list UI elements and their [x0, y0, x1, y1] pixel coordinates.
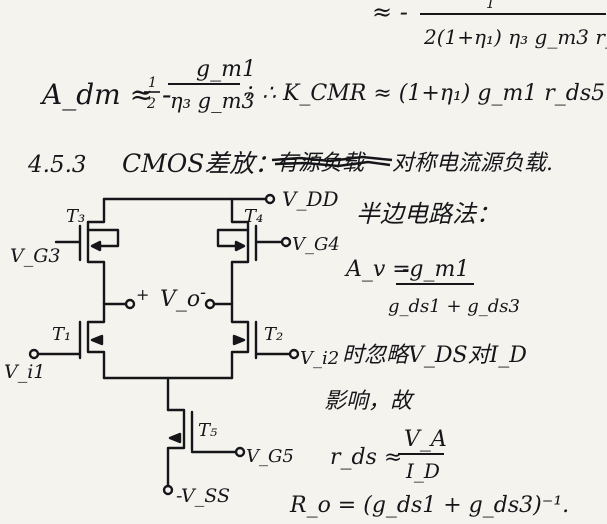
- vg4-terminal: [280, 236, 292, 248]
- t2-arrow: [232, 334, 246, 346]
- adm-half-num: 1: [148, 75, 157, 91]
- t3-channel: [86, 197, 106, 287]
- t3-arrow: [90, 240, 102, 252]
- vo-plus-label: +: [136, 285, 149, 304]
- t5-channel: [166, 408, 186, 488]
- t5-label: T₅: [198, 420, 217, 441]
- vg5-label: V_G5: [246, 446, 294, 467]
- t2-channel: [230, 302, 250, 380]
- top-fraction-denominator: 2(1+η₁) η₃ g_m3 r_ds5: [423, 25, 607, 49]
- vss-label: -V_SS: [176, 485, 230, 507]
- vdd-terminal: [264, 193, 276, 205]
- vss-terminal: [162, 484, 174, 496]
- adm-semicolon: ;: [245, 77, 253, 102]
- adm-half-den: 2: [146, 96, 156, 112]
- section-heading: 4.5.3 CMOS差放： 有源负载 对称电流源负载.: [27, 149, 553, 178]
- av-numerator: -g_m1: [402, 257, 469, 282]
- vg5-terminal: [234, 446, 246, 458]
- t5-arrow: [168, 432, 182, 444]
- t1-label: T₁: [52, 324, 71, 345]
- t1-channel: [86, 302, 106, 380]
- vg3-label: V_G3: [10, 245, 61, 267]
- vo-minus-terminal: [204, 298, 216, 310]
- top-fraction: ≈ - 1 2(1+η₁) η₃ g_m3 r_ds5: [372, 0, 607, 49]
- t3-label: T₃: [66, 206, 85, 227]
- rds-denominator: I_D: [405, 459, 440, 483]
- strike-through-mark-2: [274, 160, 391, 168]
- t1-gate: [36, 320, 82, 360]
- t4-channel: [230, 197, 250, 287]
- av-denominator: g_ds1 + g_ds3: [388, 296, 520, 317]
- vo-label: V_o: [160, 287, 200, 312]
- half-circuit-method: 半边电路法： A_v = -g_m1 g_ds1 + g_ds3 时忽略V_DS…: [289, 200, 569, 518]
- t4-label: T₄: [244, 206, 263, 227]
- t1-arrow: [90, 334, 104, 346]
- top-fraction-numerator: 1: [486, 0, 495, 12]
- rds-numerator: V_A: [404, 427, 447, 452]
- tail-node: [102, 376, 234, 412]
- t2-gate: [254, 320, 292, 360]
- vdd-label: V_DD: [282, 187, 339, 211]
- cmos-diff-amp-circuit: [28, 193, 300, 496]
- t5-gate: [190, 410, 238, 454]
- vi1-terminal: [28, 348, 40, 360]
- note-line-2: 影响，故: [324, 389, 415, 414]
- section-title: CMOS差放：: [122, 149, 279, 178]
- vo-minus-label: -: [200, 282, 206, 303]
- strike-through-mark: [271, 155, 393, 163]
- vi2-label: V_i2: [300, 348, 339, 369]
- t4-arrow: [234, 240, 246, 252]
- t4-gate: [254, 224, 284, 262]
- note-line-1: 时忽略V_DS对I_D: [342, 343, 527, 368]
- vi1-label: V_i1: [4, 361, 45, 383]
- vi2-terminal: [288, 348, 300, 360]
- top-fraction-prefix: ≈ -: [372, 0, 408, 26]
- vo-plus-terminal: [124, 298, 136, 310]
- rds-lhs: r_ds ≈: [330, 445, 402, 470]
- t3-gate: [54, 224, 82, 262]
- kcmr-equation: ∴ K_CMR ≈ (1+η₁) g_m1 r_ds5.: [262, 81, 607, 106]
- section-number: 4.5.3: [27, 152, 87, 178]
- method-title: 半边电路法：: [356, 200, 500, 228]
- t4-diode-link: [216, 228, 250, 248]
- circuit-labels: V_DD T₃ T₄ V_G3 V_G4 + V_o - T₁ T₂ V_i1 …: [4, 187, 340, 507]
- t3-diode-link: [86, 228, 120, 248]
- t2-label: T₂: [264, 324, 283, 345]
- adm-lhs: A_dm ≈ -: [39, 78, 171, 111]
- vg4-label: V_G4: [292, 234, 340, 255]
- av-lhs: A_v =: [344, 257, 411, 282]
- adm-num: g_m1: [196, 57, 256, 82]
- adm-equation: A_dm ≈ - 1 2 g_m1 η₃ g_m3 ; ∴ K_CMR ≈ (1…: [39, 57, 607, 113]
- section-rest: 对称电流源负载.: [392, 151, 553, 176]
- ro-equation: R_o = (g_ds1 + g_ds3)⁻¹.: [289, 493, 569, 518]
- adm-den: η₃ g_m3: [170, 89, 255, 113]
